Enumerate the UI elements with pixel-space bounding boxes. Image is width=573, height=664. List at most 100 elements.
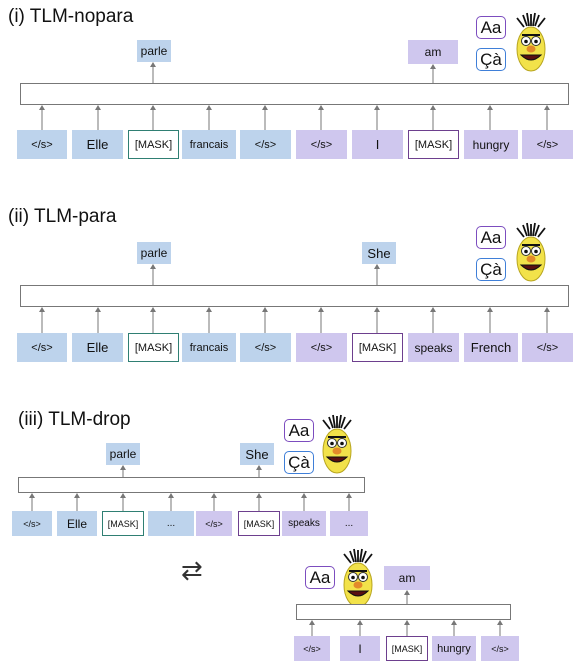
up-arrow-head [150, 307, 156, 312]
up-arrow-head [120, 493, 126, 498]
input-token: </s> [17, 333, 67, 362]
up-arrow-head [74, 493, 80, 498]
input-token: Elle [72, 130, 123, 159]
up-arrow-head [404, 620, 410, 625]
up-arrow-head [256, 465, 262, 470]
input-token: francais [182, 130, 236, 159]
up-arrow-head [262, 307, 268, 312]
input-token: speaks [282, 511, 326, 536]
mask-token: [MASK] [408, 130, 459, 159]
up-arrow-head [357, 620, 363, 625]
mask-token: [MASK] [128, 333, 179, 362]
up-arrow-head [39, 307, 45, 312]
mask-token: [MASK] [352, 333, 403, 362]
up-arrow-head [206, 307, 212, 312]
input-token: </s> [481, 636, 519, 661]
up-arrow-head [430, 64, 436, 69]
up-arrow-head [544, 105, 550, 110]
panel-title-para: (ii) TLM-para [8, 206, 117, 227]
french-script-bubble: Çà [284, 451, 314, 474]
encoder-bar [20, 285, 569, 307]
mask-token: [MASK] [128, 130, 179, 159]
input-token: </s> [17, 130, 67, 159]
input-token: </s> [296, 130, 347, 159]
panel-title-drop: (iii) TLM-drop [18, 409, 131, 430]
input-token: ... [330, 511, 368, 536]
prediction-token: She [362, 242, 396, 264]
up-arrow-head [487, 307, 493, 312]
latin-script-bubble: Aa [305, 566, 335, 589]
input-token: ... [148, 511, 194, 536]
up-arrow-head [318, 307, 324, 312]
up-arrow-head [451, 620, 457, 625]
input-token: </s> [522, 130, 573, 159]
bert-face-icon [322, 414, 352, 474]
up-arrow-head [374, 264, 380, 269]
bert-face-icon [343, 548, 373, 608]
up-arrow-head [318, 105, 324, 110]
input-token: French [464, 333, 518, 362]
bert-face-icon [516, 222, 546, 282]
latin-script-bubble: Aa [476, 16, 506, 39]
up-arrow-head [346, 493, 352, 498]
up-arrow-head [95, 105, 101, 110]
french-script-bubble: Çà [476, 48, 506, 71]
up-arrow-head [374, 307, 380, 312]
up-arrow-head [168, 493, 174, 498]
bert-face-icon [516, 12, 546, 72]
prediction-token: She [240, 443, 274, 465]
up-arrow-head [29, 493, 35, 498]
encoder-bar [20, 83, 569, 105]
french-script-bubble: Çà [476, 258, 506, 281]
panel-title-nopara: (i) TLM-nopara [8, 6, 134, 27]
up-arrow-head [150, 105, 156, 110]
input-token: </s> [12, 511, 52, 536]
up-arrow-head [309, 620, 315, 625]
input-token: </s> [240, 333, 291, 362]
input-token: I [352, 130, 403, 159]
swap-arrows-icon: ⇄ [181, 555, 203, 585]
input-token: I [340, 636, 380, 661]
encoder-bar [18, 477, 365, 493]
up-arrow-head [430, 307, 436, 312]
up-arrow-head [497, 620, 503, 625]
up-arrow-head [120, 465, 126, 470]
up-arrow-head [206, 105, 212, 110]
input-token: </s> [240, 130, 291, 159]
input-token: </s> [196, 511, 232, 536]
prediction-token: parle [137, 242, 171, 264]
up-arrow-head [430, 105, 436, 110]
up-arrow-head [39, 105, 45, 110]
latin-script-bubble: Aa [476, 226, 506, 249]
prediction-token: parle [106, 443, 140, 465]
up-arrow-head [150, 264, 156, 269]
mask-token: [MASK] [386, 636, 428, 661]
input-token: </s> [522, 333, 573, 362]
mask-token: [MASK] [102, 511, 144, 536]
up-arrow-head [211, 493, 217, 498]
up-arrow-head [487, 105, 493, 110]
up-arrow-head [404, 590, 410, 595]
prediction-token: am [408, 40, 458, 64]
up-arrow-head [150, 62, 156, 67]
up-arrow-head [256, 493, 262, 498]
up-arrow-head [301, 493, 307, 498]
prediction-token: parle [137, 40, 171, 62]
input-token: Elle [57, 511, 97, 536]
encoder-bar [296, 604, 511, 620]
input-token: hungry [432, 636, 476, 661]
prediction-token: am [384, 566, 430, 590]
input-token: hungry [464, 130, 518, 159]
latin-script-bubble: Aa [284, 419, 314, 442]
input-token: </s> [294, 636, 330, 661]
input-token: </s> [296, 333, 347, 362]
input-token: Elle [72, 333, 123, 362]
input-token: speaks [408, 333, 459, 362]
up-arrow-head [544, 307, 550, 312]
up-arrow-head [374, 105, 380, 110]
input-token: francais [182, 333, 236, 362]
up-arrow-head [262, 105, 268, 110]
up-arrow-head [95, 307, 101, 312]
mask-token: [MASK] [238, 511, 280, 536]
